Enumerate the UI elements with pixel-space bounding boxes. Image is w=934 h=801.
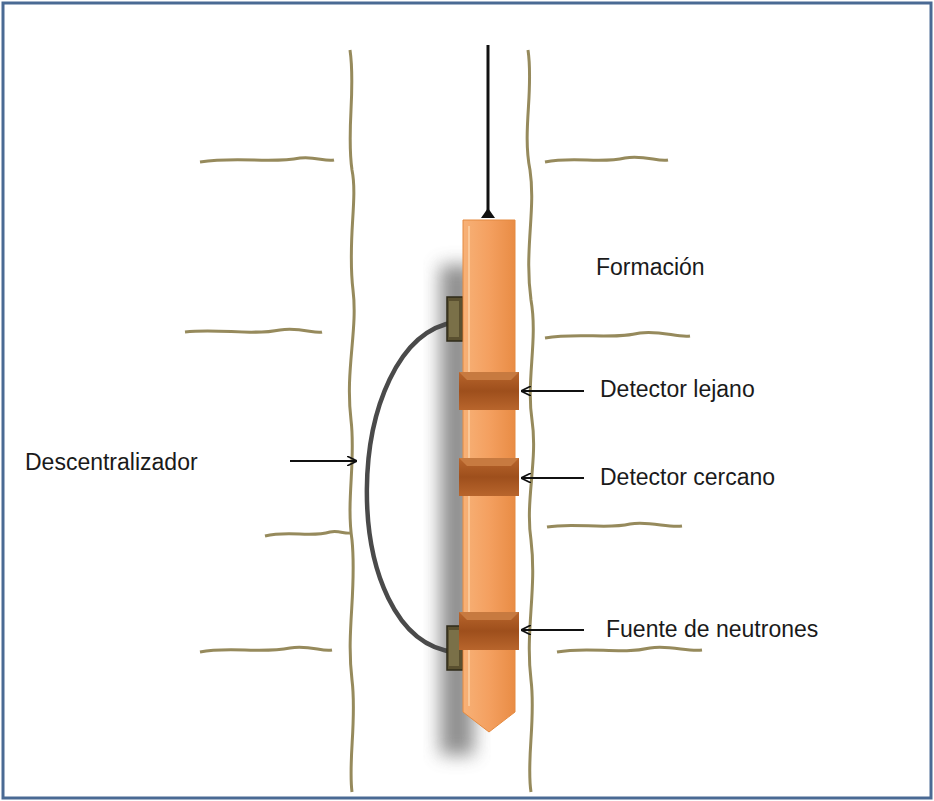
part-label: Detector cercano	[600, 464, 775, 490]
frame	[3, 3, 931, 798]
part-label: Fuente de neutrones	[606, 616, 818, 642]
bracket-face	[449, 301, 459, 337]
cable	[487, 45, 490, 212]
part-label: Descentralizador	[25, 449, 198, 475]
leader-arrows	[290, 391, 584, 630]
bracket-face	[449, 630, 459, 666]
borehole-wall-left	[349, 50, 354, 792]
cable-head	[481, 208, 495, 218]
detector-bands	[459, 372, 519, 650]
borehole-wall-right	[527, 50, 533, 792]
decentralizer-bracket	[447, 297, 463, 341]
part-label: Detector lejano	[600, 376, 755, 402]
decentralizer-arm	[367, 322, 455, 652]
formation-label: Formación	[596, 254, 705, 280]
